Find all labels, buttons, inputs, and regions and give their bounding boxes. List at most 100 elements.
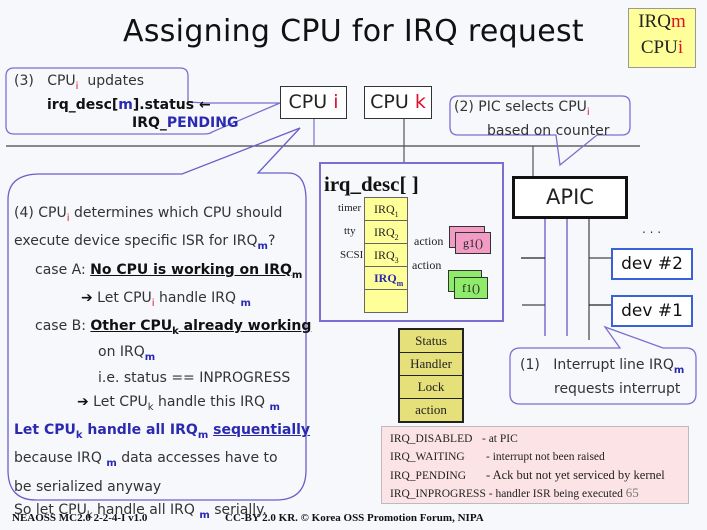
cpu-var: k [414,91,426,113]
device-box: dev #1 [611,295,693,327]
irq-desc-struct: Status Handler Lock action [398,328,464,423]
cpu-label: CPU [288,91,334,113]
subscript: m [673,365,685,376]
callout-step4: (4) CPUi determines which CPU should exe… [14,202,311,527]
irq-entry: IRQ1 [365,198,407,221]
case-label: case A: [35,261,91,278]
text: handle IRQ [154,289,241,306]
irq-entry [365,290,407,312]
callout-step3: (3) CPUi updates irq_desc[m].status ← IR… [14,72,238,132]
irq-label: IRQ [374,271,397,285]
subscript: 1 [394,210,399,219]
legend-irq-var: m [670,11,686,32]
step1-line2: requests interrupt [554,381,681,397]
step1-line1: Interrupt line IRQ [553,357,674,373]
legend-box: IRQm CPUi [628,8,696,68]
callout-step4-shape [7,127,307,501]
right-arrow-icon: ➔ [77,393,89,410]
text: handle all IRQ [92,501,200,518]
page-title: Assigning CPU for IRQ request [123,14,584,49]
handler-box-f1: f1() [454,277,488,299]
apic-box: APIC [512,176,628,219]
subscript: k [75,430,83,442]
legend-cpu-var: i [677,37,684,58]
step-number: (3) [14,73,34,89]
text: on IRQ [98,344,145,361]
case-b-text: already working [178,318,312,335]
page-number: 65 [625,485,639,500]
case-b-text: Other CPU [90,318,173,335]
footer-right: CC-BY 2.0 KR. © Korea OSS Promotion Foru… [225,512,484,524]
status-desc: - at PIC [482,433,518,445]
subscript: k [172,326,179,338]
updates-text: updates [87,73,144,89]
subscript: i [66,213,70,224]
cpu-var: i [333,91,339,113]
subscript: k [86,509,93,521]
status-desc: - interrupt not been raised [486,451,605,463]
struct-field: Status [400,330,462,353]
text: execute device specific ISR for IRQ [14,233,258,250]
device-label: SCSI [340,249,364,261]
value-name: PENDING [166,115,239,131]
device-label: timer [338,202,362,214]
callout-step2-shape [449,95,631,167]
subscript: m [106,458,117,470]
code-text: irq_desc[ [47,97,119,113]
status-name: IRQ_WAITING [390,451,465,463]
legend-cpu-label: CPU [640,37,678,58]
case-a-text: No CPU is working on IRQ [90,261,292,278]
text: ? [267,233,276,250]
action-label: action [414,234,444,248]
struct-field: action [415,402,447,417]
subscript: 2 [394,233,399,242]
text: (4) CPU [14,205,67,221]
subscript: k [147,401,154,413]
text: i.e. status == INPROGRESS [98,370,291,387]
subscript: m [396,279,404,288]
status-item: IRQ_PENDING - Ack but not yet serviced by… [390,466,680,484]
subscript: i [75,81,79,92]
status-item: IRQ_INPROGRESS - handler ISR being execu… [390,484,680,502]
right-arrow-icon: ➔ [81,289,93,306]
status-desc: - Ack but not yet serviced by kernel [486,468,665,482]
callout-step1: (1) Interrupt line IRQm requests interru… [520,356,684,398]
ellipsis: . . . [642,222,662,236]
text: handle this IRQ [153,393,270,410]
footer-left: NEAOSS MC2.0 2-2-4-I v1.0 [12,512,148,524]
status-item: IRQ_DISABLED - at PIC [390,430,680,448]
status-name: IRQ_DISABLED [390,433,473,445]
irq-entry: IRQ2 [365,221,407,244]
subscript: m [257,241,268,253]
action-label: action [412,258,442,272]
code-text: ].status [132,97,195,113]
text: sequentially [213,422,311,439]
case-label: case B: [35,318,91,335]
text: Let CPU [14,422,76,439]
device-label: tty [344,225,356,237]
text: Let CPU [88,393,148,410]
status-name: IRQ_INPROGRESS [390,488,486,500]
subscript: i [151,297,155,309]
subscript: m [269,401,280,413]
step2-line1: (2) PIC selects CPU [454,99,587,115]
status-list: IRQ_DISABLED - at PIC IRQ_WAITING - interr… [381,426,689,504]
legend-irq-label: IRQ [638,11,671,32]
status-desc: - handler ISR being executed [488,488,623,500]
cpu-k-box: CPU k [364,86,432,119]
text: data accesses have to [116,450,278,467]
struct-field: Lock [400,376,462,399]
subscript: m [197,430,209,442]
value-prefix: IRQ_ [132,115,167,131]
device-box: dev #2 [611,248,693,280]
status-item: IRQ_WAITING - interrupt not been raised [390,448,680,466]
text: determines which CPU should [69,205,283,221]
text: handle all IRQ [82,422,198,439]
callout-step2: (2) PIC selects CPUi based on counter [454,98,609,140]
status-name: IRQ_PENDING [390,470,467,482]
subscript: m [291,269,303,281]
irq-label: IRQ [374,225,395,239]
subscript: 3 [394,256,399,265]
irq-entry: IRQ3 [365,244,407,267]
cpu-label: CPU [370,91,415,113]
